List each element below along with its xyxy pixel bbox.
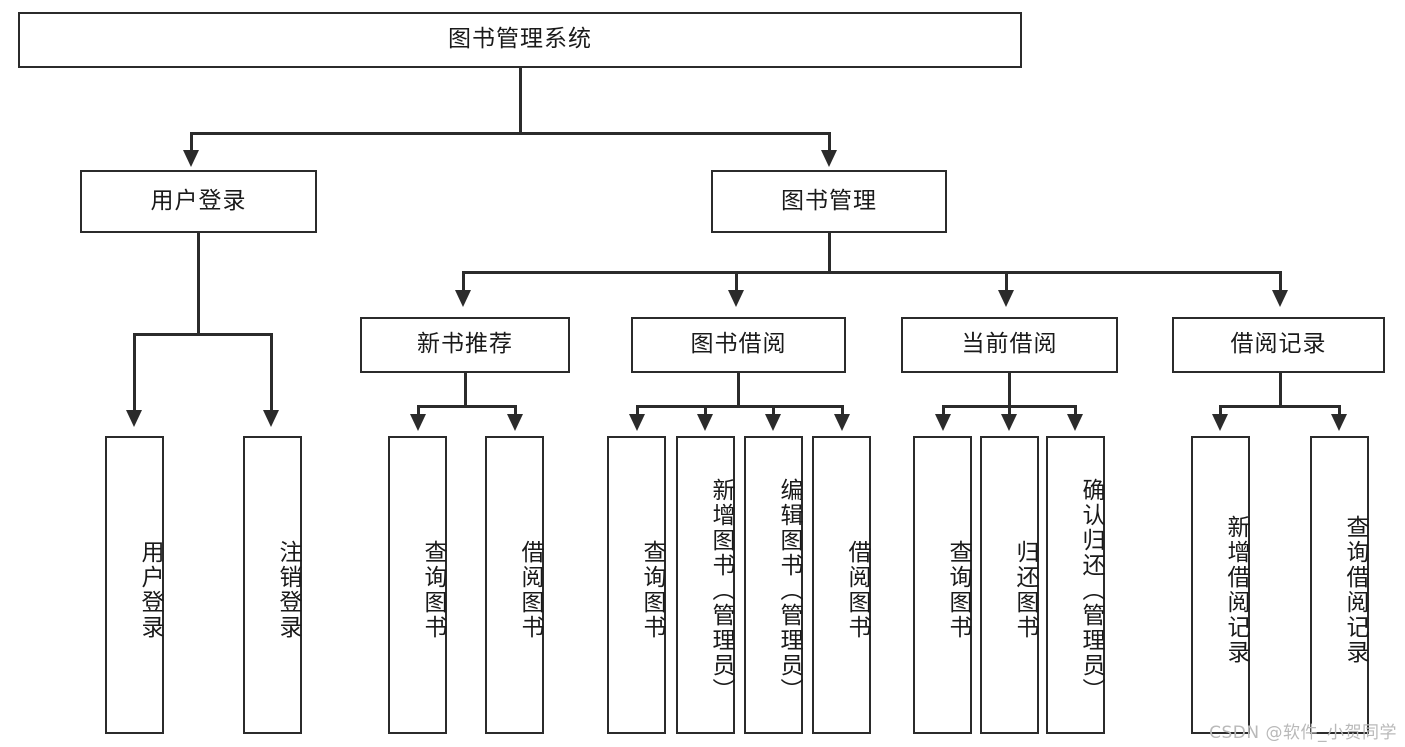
node-leaf-user-login-label: 用户登录 [137, 540, 163, 640]
node-leaf-confirm-return[interactable]: 确认归还（管理员） [1046, 436, 1105, 734]
edge-current-borrow-to-leaf3 [1074, 405, 1077, 417]
edge-book-borrow-to-leaf4 [841, 405, 844, 417]
edge-book-manage-to-record [1279, 271, 1282, 293]
node-leaf-return-book[interactable]: 归还图书 [980, 436, 1039, 734]
node-leaf-borrow-book-rec-label: 借阅图书 [517, 540, 543, 640]
edge-book-borrow-bus [636, 405, 844, 408]
arrow-book-borrow-to-leaf3 [765, 414, 781, 431]
node-leaf-query-book-rec[interactable]: 查询图书 [388, 436, 447, 734]
node-book-borrow[interactable]: 图书借阅 [631, 317, 846, 373]
node-leaf-query-record-label: 查询借阅记录 [1342, 515, 1368, 665]
arrow-book-manage-to-rec [455, 290, 471, 307]
node-borrow-record[interactable]: 借阅记录 [1172, 317, 1385, 373]
node-leaf-borrow-book-b[interactable]: 借阅图书 [812, 436, 871, 734]
node-current-borrow[interactable]: 当前借阅 [901, 317, 1118, 373]
edge-user-login-to-leaf1 [133, 333, 136, 413]
edge-book-manage-to-borrow [735, 271, 738, 293]
arrow-book-manage-to-record [1272, 290, 1288, 307]
arrow-book-borrow-to-leaf1 [629, 414, 645, 431]
node-leaf-logout[interactable]: 注销登录 [243, 436, 302, 734]
node-leaf-logout-label: 注销登录 [275, 540, 301, 640]
node-leaf-return-book-label: 归还图书 [1012, 540, 1038, 640]
node-leaf-add-record-label: 新增借阅记录 [1223, 515, 1249, 665]
node-leaf-add-book-label: 新增图书（管理员） [708, 477, 734, 703]
node-leaf-edit-book[interactable]: 编辑图书（管理员） [744, 436, 803, 734]
node-leaf-edit-book-label: 编辑图书（管理员） [776, 477, 802, 703]
arrow-book-manage-to-current [998, 290, 1014, 307]
edge-borrow-record-to-leaf1 [1219, 405, 1222, 417]
edge-book-borrow-to-leaf2 [704, 405, 707, 417]
node-leaf-query-book-c-label: 查询图书 [945, 540, 971, 640]
edge-current-borrow-to-leaf1 [942, 405, 945, 417]
arrow-new-book-rec-to-leaf1 [410, 414, 426, 431]
arrow-book-borrow-to-leaf4 [834, 414, 850, 431]
edge-new-book-rec-to-leaf1 [417, 405, 420, 417]
node-leaf-borrow-book-rec[interactable]: 借阅图书 [485, 436, 544, 734]
edge-book-borrow-to-leaf1 [636, 405, 639, 417]
node-leaf-query-book-b-label: 查询图书 [639, 540, 665, 640]
arrow-root-to-user-login [183, 150, 199, 167]
edge-current-borrow-stem [1008, 373, 1011, 407]
arrow-current-borrow-to-leaf1 [935, 414, 951, 431]
node-user-login-label: 用户登录 [150, 187, 247, 214]
node-leaf-query-book-rec-label: 查询图书 [420, 540, 446, 640]
edge-borrow-record-bus [1219, 405, 1341, 408]
node-new-book-rec[interactable]: 新书推荐 [360, 317, 570, 373]
arrow-book-manage-to-borrow [728, 290, 744, 307]
edge-user-login-stem [197, 233, 200, 335]
arrow-current-borrow-to-leaf3 [1067, 414, 1083, 431]
node-book-manage[interactable]: 图书管理 [711, 170, 947, 233]
edge-new-book-rec-stem [464, 373, 467, 407]
edge-book-manage-bus [462, 271, 1282, 274]
arrow-book-borrow-to-leaf2 [697, 414, 713, 431]
edge-borrow-record-to-leaf2 [1338, 405, 1341, 417]
node-leaf-query-record[interactable]: 查询借阅记录 [1310, 436, 1369, 734]
node-leaf-add-book[interactable]: 新增图书（管理员） [676, 436, 735, 734]
node-current-borrow-label: 当前借阅 [961, 331, 1058, 358]
node-borrow-record-label: 借阅记录 [1230, 331, 1327, 358]
node-leaf-add-record[interactable]: 新增借阅记录 [1191, 436, 1250, 734]
edge-borrow-record-stem [1279, 373, 1282, 407]
node-leaf-query-book-c[interactable]: 查询图书 [913, 436, 972, 734]
node-book-manage-label: 图书管理 [781, 187, 877, 214]
arrow-user-login-to-leaf1 [126, 410, 142, 427]
watermark-text: CSDN @软件_小贺同学 [1209, 723, 1397, 743]
edge-root-to-user-login [190, 132, 193, 154]
arrow-user-login-to-leaf2 [263, 410, 279, 427]
arrow-borrow-record-to-leaf1 [1212, 414, 1228, 431]
node-root[interactable]: 图书管理系统 [18, 12, 1022, 68]
node-leaf-query-book-b[interactable]: 查询图书 [607, 436, 666, 734]
node-user-login[interactable]: 用户登录 [80, 170, 317, 233]
edge-book-manage-stem [828, 233, 831, 273]
node-leaf-borrow-book-b-label: 借阅图书 [844, 540, 870, 640]
edge-root-stem [519, 68, 522, 134]
node-leaf-user-login[interactable]: 用户登录 [105, 436, 164, 734]
edge-book-borrow-stem [737, 373, 740, 407]
node-root-label: 图书管理系统 [448, 26, 592, 53]
arrow-borrow-record-to-leaf2 [1331, 414, 1347, 431]
edge-current-borrow-to-leaf2 [1008, 405, 1011, 417]
arrow-new-book-rec-to-leaf2 [507, 414, 523, 431]
node-new-book-rec-label: 新书推荐 [417, 331, 513, 358]
edge-user-login-to-leaf2 [270, 333, 273, 413]
edge-root-bus [190, 132, 831, 135]
edge-new-book-rec-to-leaf2 [514, 405, 517, 417]
node-leaf-confirm-return-label: 确认归还（管理员） [1078, 477, 1104, 703]
node-book-borrow-label: 图书借阅 [690, 331, 787, 358]
edge-root-to-book-manage [828, 132, 831, 154]
arrow-current-borrow-to-leaf2 [1001, 414, 1017, 431]
edge-book-manage-to-rec [462, 271, 465, 293]
edge-book-manage-to-current [1005, 271, 1008, 293]
edge-book-borrow-to-leaf3 [772, 405, 775, 417]
edge-user-login-bus [133, 333, 273, 336]
arrow-root-to-book-manage [821, 150, 837, 167]
edge-new-book-rec-bus [417, 405, 517, 408]
